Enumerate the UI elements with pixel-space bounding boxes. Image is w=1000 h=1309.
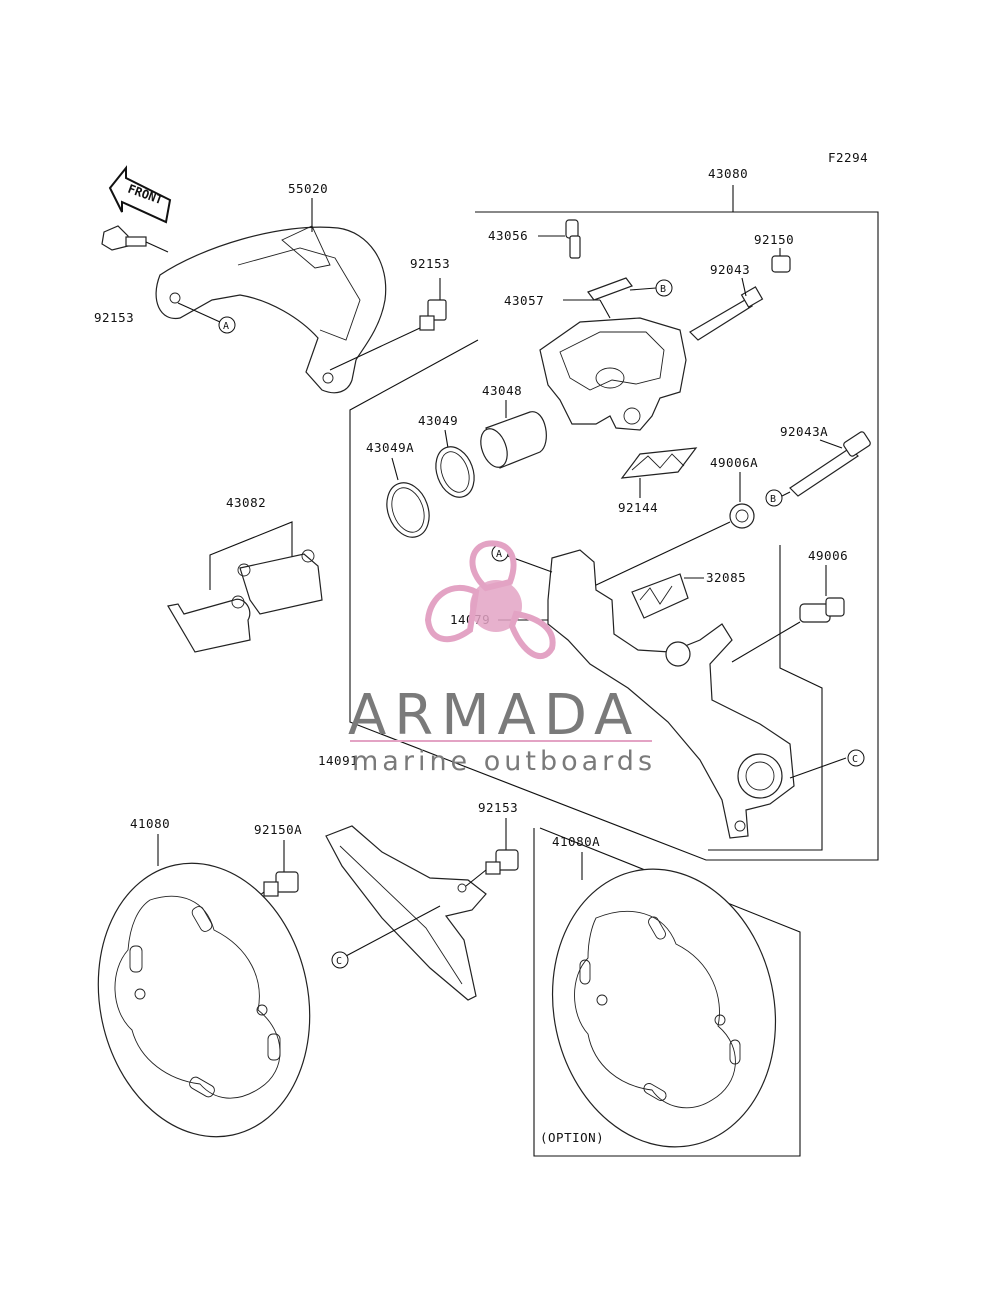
- svg-text:A: A: [223, 321, 229, 332]
- label-43056: 43056: [488, 228, 528, 243]
- label-92153-center: 92153: [410, 256, 450, 271]
- disc-guard-14091: [325, 825, 487, 1001]
- label-49006: 49006: [808, 548, 848, 563]
- front-arrow-icon: FRONT: [108, 165, 172, 224]
- caliper-bracket: [547, 549, 795, 839]
- seal-43049: [435, 446, 475, 498]
- label-41080: 41080: [130, 816, 170, 831]
- piston-43048: [480, 411, 547, 469]
- retainer-32085: [631, 573, 689, 619]
- label-92153-left: 92153: [94, 310, 134, 325]
- callout-c-right: C: [789, 749, 865, 779]
- brake-disc-41080: [97, 862, 311, 1138]
- brake-disc-41080a: [551, 868, 777, 1148]
- bleeder-cap-43057: [587, 277, 633, 301]
- caliper-body: [539, 317, 687, 431]
- label-92150: 92150: [754, 232, 794, 247]
- label-43057: 43057: [504, 293, 544, 308]
- label-43082: 43082: [226, 495, 266, 510]
- label-49006a: 49006A: [710, 455, 758, 470]
- pin-92043: [689, 286, 764, 341]
- label-92144: 92144: [618, 500, 658, 515]
- option-label: (OPTION): [540, 1130, 604, 1145]
- bushing-49006a: [729, 503, 755, 529]
- watermark-tagline: marine outboards: [352, 746, 656, 777]
- label-43080: 43080: [708, 166, 748, 181]
- label-92153-lower: 92153: [478, 800, 518, 815]
- svg-text:C: C: [852, 754, 858, 765]
- figure-code: F2294: [828, 150, 868, 165]
- bushing-49006: [799, 597, 845, 623]
- svg-text:A: A: [496, 549, 502, 560]
- label-55020: 55020: [288, 181, 328, 196]
- seal-43049a: [386, 482, 430, 538]
- svg-text:B: B: [660, 284, 666, 295]
- callout-b-lower: B: [765, 489, 791, 507]
- bolt-92153-lower: [485, 849, 519, 875]
- callout-b-upper: B: [629, 279, 673, 297]
- label-14091: 14091: [318, 753, 358, 768]
- label-92043a: 92043A: [780, 424, 828, 439]
- bleeder-valve-43056: [565, 219, 581, 259]
- label-32085: 32085: [706, 570, 746, 585]
- caliper-assembly-bracket: [349, 185, 879, 861]
- bolt-92150a: [263, 871, 299, 897]
- label-43048: 43048: [482, 383, 522, 398]
- callout-a-upper: A: [177, 302, 236, 334]
- label-43049a: 43049A: [366, 440, 414, 455]
- svg-text:B: B: [770, 494, 776, 505]
- label-43049: 43049: [418, 413, 458, 428]
- svg-text:C: C: [336, 956, 342, 967]
- pad-spring-92144: [620, 447, 698, 479]
- label-92150a: 92150A: [254, 822, 302, 837]
- bolt-92153-center: [329, 278, 447, 371]
- bolt-92153-left: [101, 225, 169, 253]
- armada-logo-icon: [424, 540, 556, 660]
- pin-92043a: [789, 431, 871, 497]
- brake-pads-43082: [167, 549, 323, 653]
- label-92043: 92043: [710, 262, 750, 277]
- callout-c-lower: C: [331, 905, 441, 969]
- callout-a-center: A: [491, 544, 553, 573]
- caliper-guard-55020: [155, 225, 387, 394]
- watermark-brand: ARMADA: [348, 683, 640, 748]
- cap-92150: [771, 255, 791, 273]
